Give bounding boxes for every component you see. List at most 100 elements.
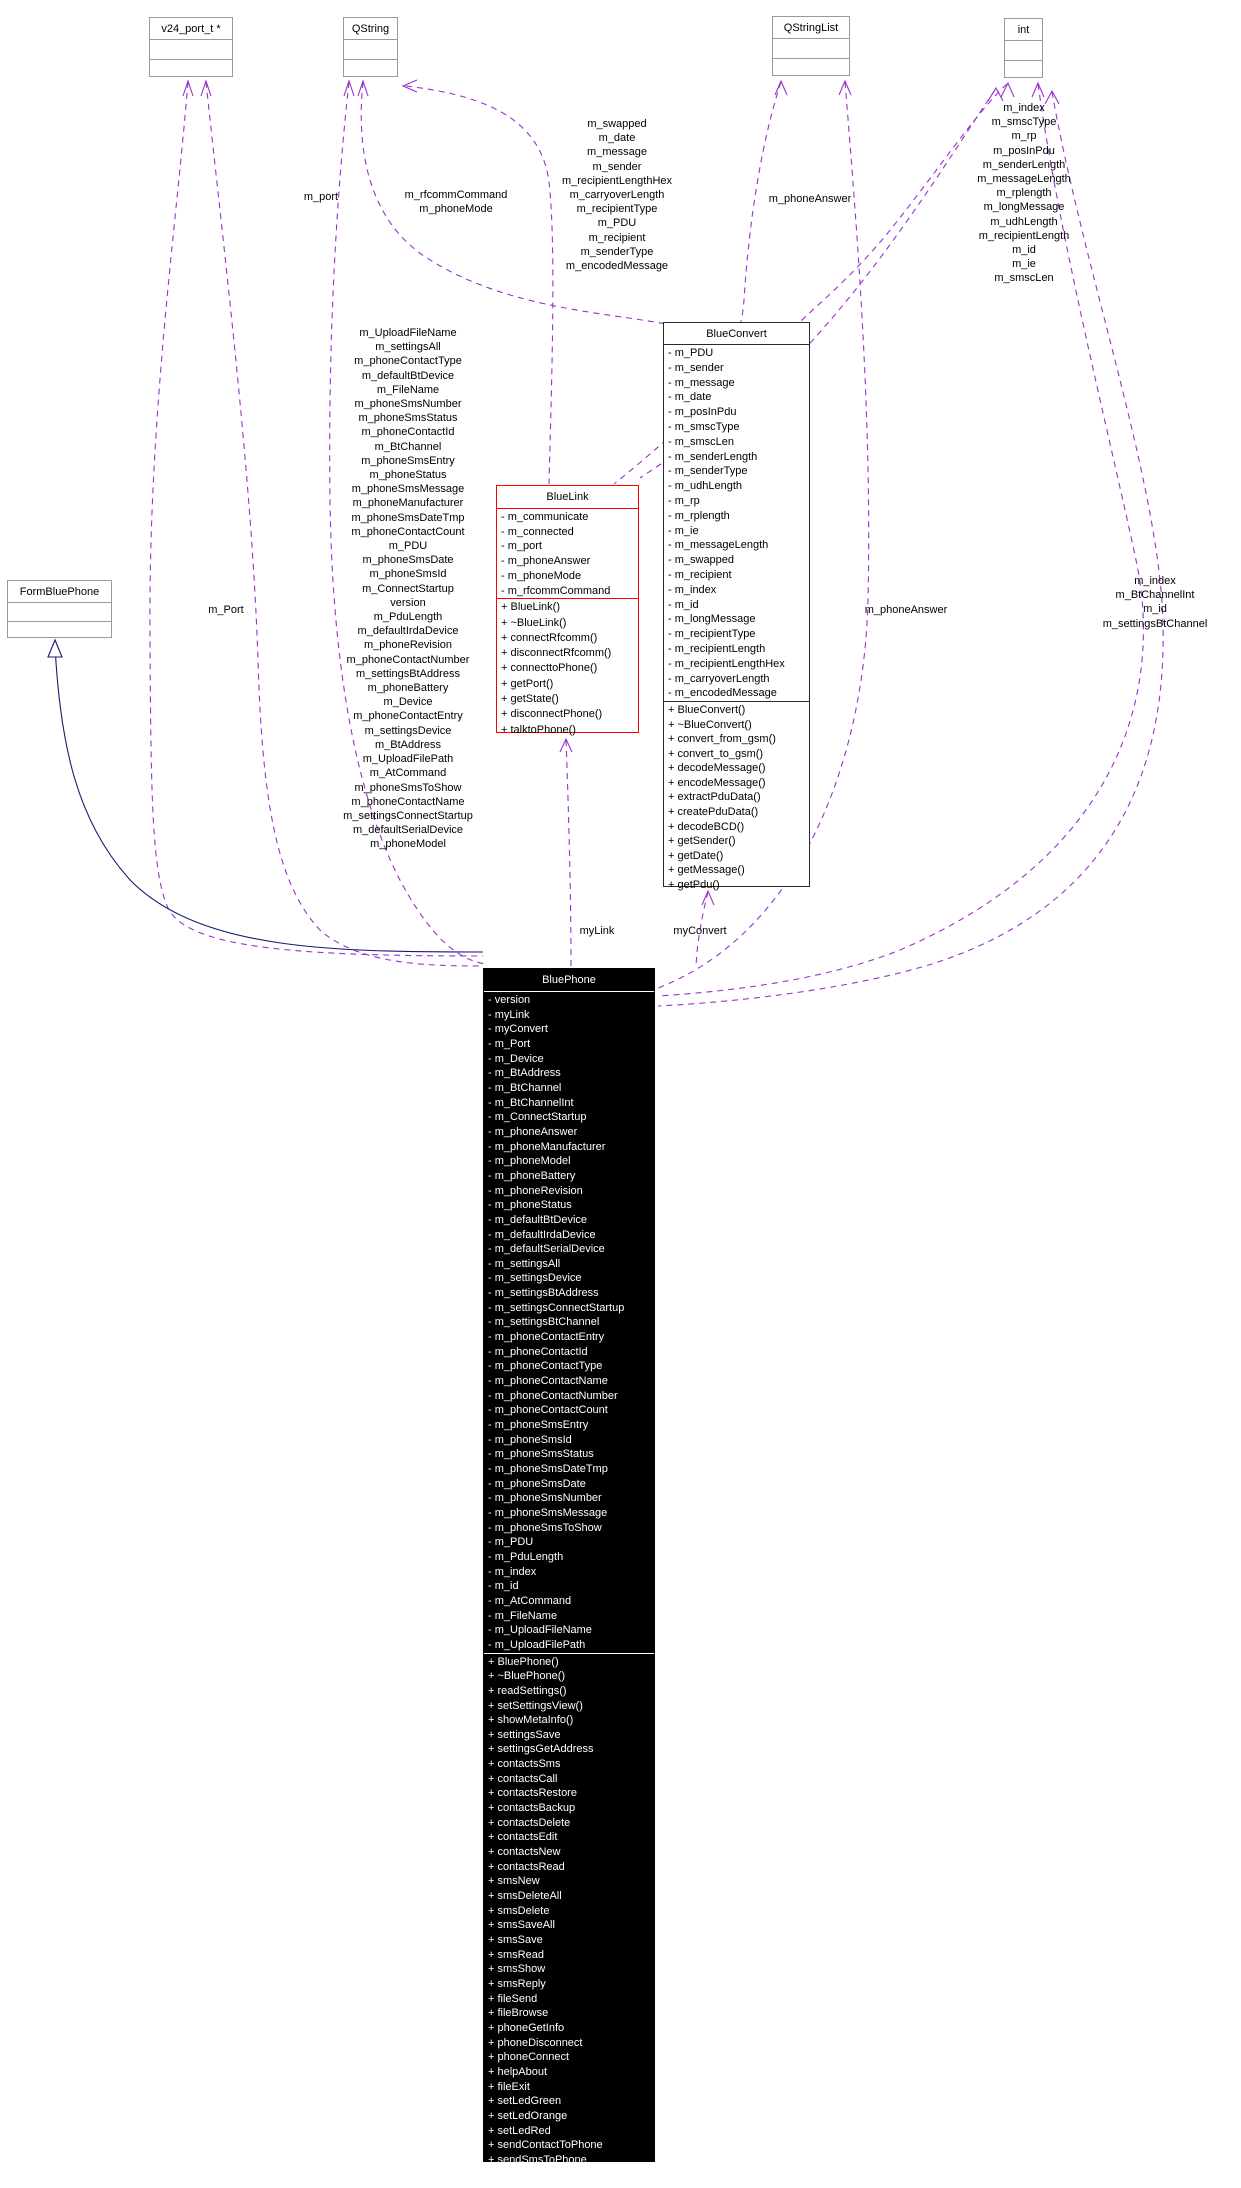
member: - m_PDU	[668, 347, 714, 359]
member: + contactsSms	[488, 1758, 561, 1771]
edge-label-line: m_index	[1134, 575, 1176, 587]
edge-label-line: m_phoneSmsMessage	[351, 483, 465, 496]
member: - m_message	[668, 376, 735, 389]
member: - m_settingsAll	[488, 1257, 561, 1270]
edge-label-line: myConvert	[673, 925, 727, 937]
arrowhead	[774, 79, 788, 96]
edge-label-line: m_phoneMode	[419, 203, 493, 216]
member: - m_UploadFileName	[488, 1624, 592, 1637]
edge-label-line: m_phoneAnswer	[768, 193, 852, 205]
class-box-v24_port[interactable]: v24_port_t *	[149, 17, 233, 77]
class-box-blueconvert[interactable]: BlueConvert- m_PDU- m_sender- m_message-…	[663, 322, 810, 891]
class-box-qstring[interactable]: QString	[343, 17, 398, 77]
edge-label-line: m_PDU	[388, 540, 428, 553]
arrowhead	[1000, 81, 1015, 98]
edge-label-line: m_date	[598, 132, 636, 145]
member: + contactsCall	[488, 1772, 558, 1785]
member: + decodeMessage()	[668, 762, 766, 775]
member: - myLink	[488, 1008, 530, 1021]
edge-label-line: m_phoneContactType	[354, 355, 462, 368]
member: + fileExit	[488, 2080, 530, 2093]
member: - m_settingsDevice	[488, 1272, 582, 1285]
member: - m_phoneContactType	[488, 1360, 603, 1373]
class-box-qstringlist[interactable]: QStringList	[772, 16, 850, 76]
edge-label-port_low: m_port	[304, 190, 338, 204]
edge-label-line: m_phoneStatus	[369, 469, 447, 482]
member: + settingsGetAddress	[488, 1743, 594, 1756]
member: - m_carryoverLength	[668, 672, 770, 685]
methods-compartment: + BlueLink()+ ~BlueLink()+ connectRfcomm…	[497, 598, 638, 738]
member: - m_phoneSmsMessage	[488, 1506, 608, 1519]
edge-label-line: m_id	[1012, 244, 1036, 257]
arrowhead	[1031, 81, 1045, 98]
edge-label-line: m_PDU	[597, 217, 637, 230]
edge-label-line: m_BtAddress	[374, 738, 442, 751]
member: - m_Port	[488, 1037, 531, 1050]
member: - m_phoneContactCount	[488, 1404, 608, 1417]
class-box-formbluephone[interactable]: FormBluePhone	[7, 580, 112, 638]
empty-compartment	[773, 58, 849, 78]
member: - m_settingsBtChannel	[488, 1316, 600, 1329]
arrowhead	[357, 79, 369, 97]
member: + createPduData()	[668, 805, 759, 818]
member: + convert_from_gsm()	[668, 733, 776, 746]
member: - m_phoneModel	[488, 1155, 571, 1168]
member: - m_smscLen	[668, 435, 735, 448]
member: + setLedOrange	[488, 2109, 568, 2122]
member: + setLedRed	[488, 2124, 551, 2137]
edge-label-line: m_phoneContactName	[351, 795, 465, 808]
class-box-int[interactable]: int	[1004, 18, 1043, 78]
class-title: BlueLink	[497, 486, 638, 509]
edge-label-line: m_UploadFileName	[359, 327, 457, 339]
member: - m_phoneContactNumber	[488, 1389, 618, 1402]
member: - m_Device	[488, 1052, 544, 1065]
class-title: v24_port_t *	[161, 22, 221, 35]
member: - m_AtCommand	[488, 1594, 572, 1607]
edge-label-line: m_phoneManufacturer	[352, 497, 464, 510]
member: - m_defaultBtDevice	[488, 1213, 588, 1226]
edge-label-line: m_swapped	[587, 118, 647, 130]
edge-label-line: m_defaultBtDevice	[361, 369, 455, 382]
member: + getDate()	[668, 849, 724, 862]
edge-label-line: m_phoneSmsNumber	[354, 398, 462, 411]
member: - m_phoneSmsId	[488, 1433, 572, 1446]
empty-compartment	[150, 59, 232, 79]
member: + smsDelete	[488, 1904, 550, 1917]
edge-label-line: m_recipientLengthHex	[561, 174, 673, 187]
class-title: BluePhone	[484, 969, 654, 992]
member: - version	[488, 994, 531, 1006]
member: + smsShow	[488, 1963, 546, 1976]
member: + contactsRestore	[488, 1787, 577, 1800]
empty-compartment	[8, 621, 111, 640]
member: - m_port	[501, 540, 542, 553]
member: - m_encodedMessage	[668, 687, 777, 700]
member: - m_index	[488, 1565, 537, 1578]
class-box-bluelink[interactable]: BlueLink- m_communicate- m_connected- m_…	[496, 485, 639, 736]
member: - m_phoneAnswer	[501, 555, 591, 568]
empty-compartment	[1005, 60, 1042, 80]
member: - m_settingsBtAddress	[488, 1287, 599, 1300]
member: + encodeMessage()	[668, 776, 766, 789]
empty-compartment	[8, 602, 111, 621]
member: - m_communicate	[501, 511, 589, 523]
member: + BlueConvert()	[668, 704, 746, 717]
edge-label-line: m_ie	[1012, 258, 1036, 271]
member: + getSender()	[668, 835, 736, 848]
edge-label-line: m_sender	[592, 160, 642, 173]
class-box-bluephone[interactable]: BluePhone- version- myLink- myConvert- m…	[483, 968, 655, 2166]
arrowhead	[343, 79, 355, 97]
member: - m_ie	[668, 524, 699, 537]
edge-label-line: m_phoneBattery	[367, 682, 449, 695]
arrowhead	[182, 79, 194, 97]
member: - m_id	[668, 598, 699, 611]
empty-compartment	[344, 39, 397, 59]
member: - m_senderType	[668, 465, 748, 478]
member: - m_recipient	[668, 568, 732, 581]
attributes-compartment: - m_PDU- m_sender- m_message- m_date- m_…	[664, 345, 809, 701]
empty-compartment	[773, 38, 849, 58]
member: - m_phoneContactName	[488, 1375, 608, 1388]
